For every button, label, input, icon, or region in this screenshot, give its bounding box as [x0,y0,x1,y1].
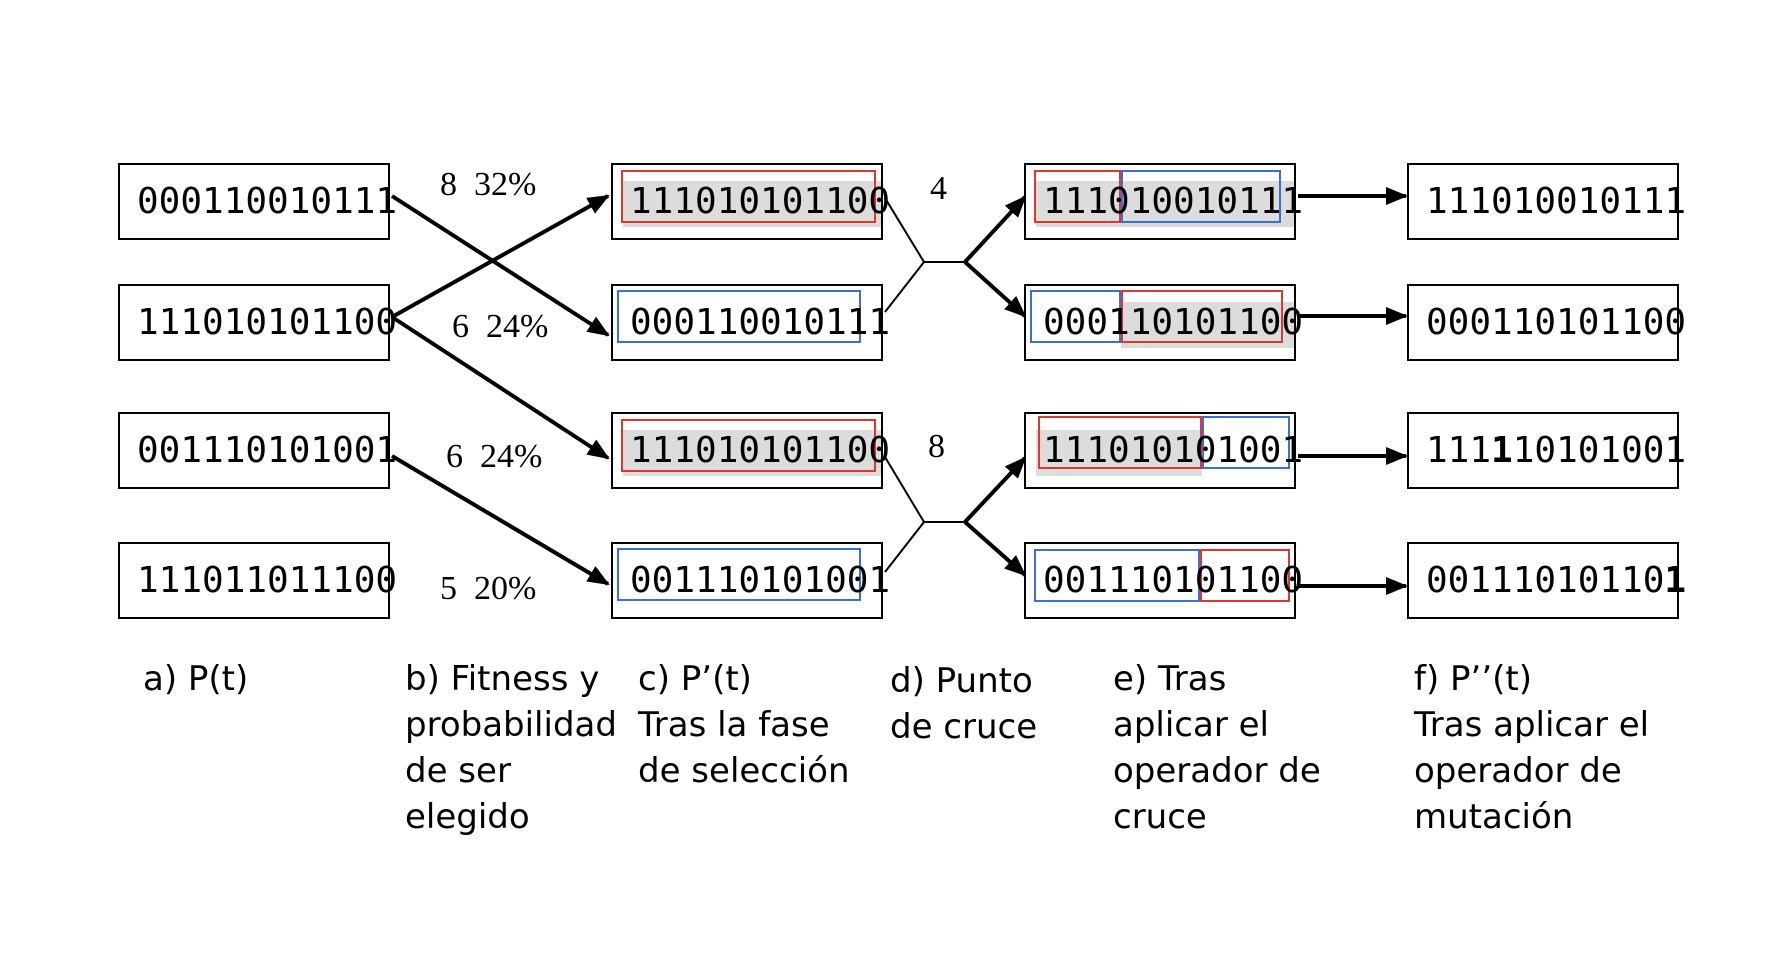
population-a-1: 000110010111 [118,163,398,240]
fitness-percent: 24% [486,308,549,345]
fitness-label-4: 5 20% [440,570,536,608]
population-f-2: 000110101100 [1407,284,1687,361]
gene-highlight [623,430,881,476]
fitness-value: 5 [440,570,457,607]
selection-arrow [390,194,610,337]
fitness-label-1: 8 32% [440,166,536,204]
population-f-3: 111110101001 [1407,412,1687,489]
population-c-2: 000110010111 [611,284,891,361]
chromosome-bits: 000110010111 [630,302,891,343]
fitness-label-2: 6 24% [452,308,548,346]
chromosome-bits: 001110101001 [630,560,891,601]
chromosome-bits: 111010101100 [630,430,891,471]
blue-segment-box [1030,290,1121,343]
fitness-percent: 32% [474,166,537,203]
chromosome-bits: 001110101101 [1426,560,1687,601]
fitness-value: 6 [446,438,463,475]
crossover-connector [884,197,926,313]
blue-segment-box [1034,549,1200,602]
chromosome-bits: 000110101100 [1426,302,1687,343]
crossover-arrow [963,456,1027,524]
chromosome-bits: 000110101100 [1043,302,1304,343]
crossover-point-1: 4 [930,170,947,207]
population-a-4: 111011011100 [118,542,398,619]
chromosome-bits: 000110010111 [137,181,398,222]
red-segment-box [1121,290,1283,343]
crossover-arrow [963,195,1027,264]
selection-arrow [391,194,610,319]
population-e-2: 000110101100 [1024,284,1304,361]
gene-highlight [623,181,881,227]
mutated-gene: 1 [1491,430,1513,471]
fitness-percent: 24% [480,438,543,475]
red-segment-box [1038,416,1202,469]
blue-segment-box [1202,416,1290,469]
population-c-4: 001110101001 [611,542,891,619]
red-segment-box [1034,170,1121,223]
population-f-4: 001110101101 [1407,542,1687,619]
fitness-value: 6 [452,308,469,345]
chromosome-bits: 111010101100 [137,302,398,343]
population-e-1: 111010010111 [1024,163,1304,240]
chromosome-bits: 001110101001 [137,430,398,471]
gene-highlight [1036,181,1294,227]
crossover-arrow [963,520,1027,577]
selection-arrow [390,454,610,586]
blue-segment-box [617,548,861,601]
blue-segment-box [1121,170,1281,223]
chromosome-bits: 111010010111 [1426,181,1687,222]
chromosome-bits: 111010101100 [630,181,891,222]
population-c-3: 111010101100 [611,412,891,489]
crossover-arrow [963,260,1027,318]
population-c-1: 111010101100 [611,163,891,240]
chromosome-bits: 111010101001 [1043,430,1304,471]
red-segment-box [621,170,876,223]
caption-a: a) P(t) [143,659,249,699]
chromosome-bits: 111110101001 [1426,430,1687,471]
crossover-point-2: 8 [928,428,945,465]
crossover-connector [884,456,926,573]
chromosome-bits: 111011011100 [137,560,398,601]
chromosome-bits: 001110101100 [1043,560,1304,601]
red-segment-box [621,419,876,472]
gene-highlight [1121,302,1294,348]
chromosome-bits: 111010010111 [1043,181,1304,222]
blue-segment-box [617,290,861,343]
selection-arrow [390,315,610,460]
population-e-4: 001110101100 [1024,542,1304,619]
fitness-value: 8 [440,166,457,203]
red-segment-box [1200,549,1290,602]
fitness-percent: 20% [474,570,537,607]
population-a-2: 111010101100 [118,284,398,361]
mutated-gene: 1 [1664,560,1687,601]
population-e-3: 111010101001 [1024,412,1304,489]
population-f-1: 111010010111 [1407,163,1687,240]
population-a-3: 001110101001 [118,412,398,489]
fitness-label-3: 6 24% [446,438,542,476]
